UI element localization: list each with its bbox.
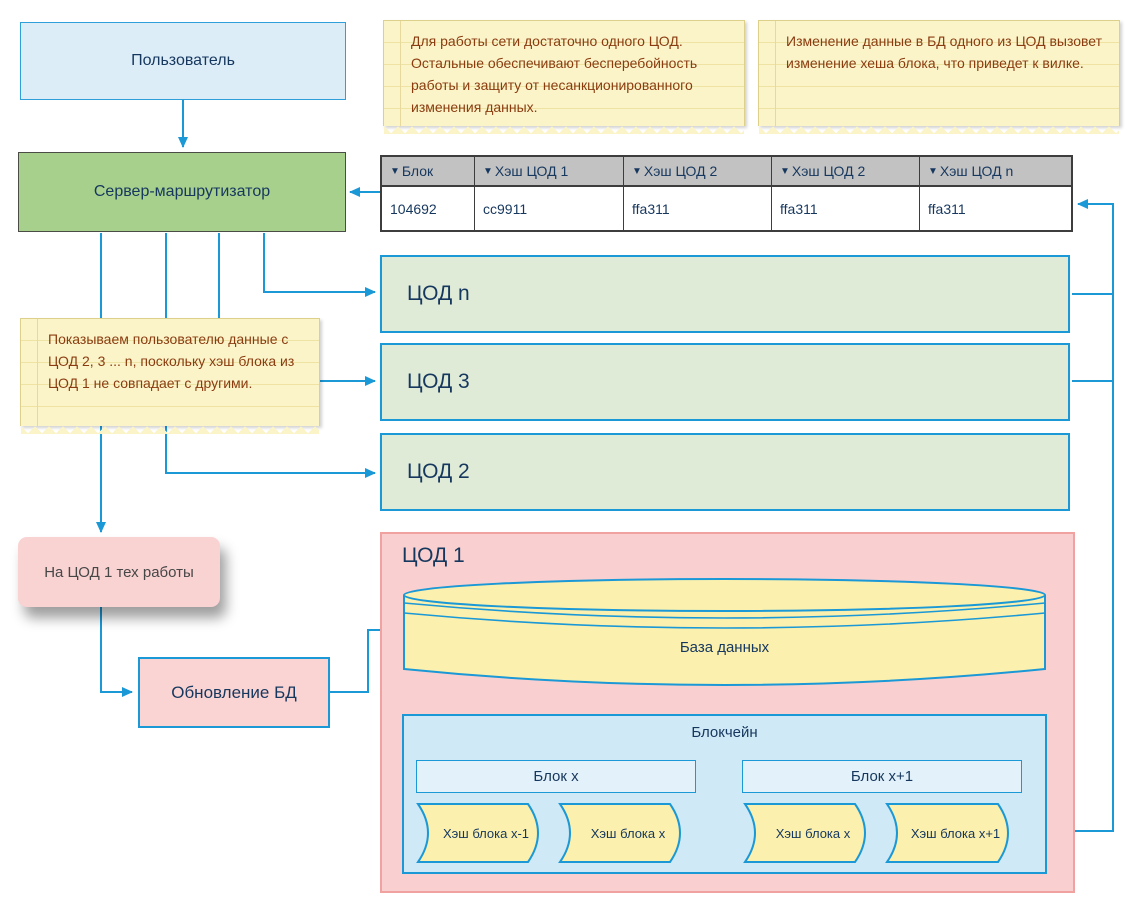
table-cell-hash-dc1: cc9911 [475,187,624,230]
table-header-hash-dcn: ▼Хэш ЦОД n [920,157,1071,187]
dc-3-box: ЦОД 3 [380,343,1070,421]
connector-server-dcn [263,233,376,297]
block-x1-label: Блок x+1 [850,768,914,785]
db-update-box: Обновление БД [138,657,330,728]
maintenance-box: На ЦОД 1 тех работы [18,537,220,607]
db-update-label: Обновление БД [171,682,297,702]
table-cell-hash-dc2b: ffa311 [772,187,920,230]
block-x1-box: Блок x+1 [742,760,1022,793]
hash-chip-3-label: Хэш блока x [775,825,851,841]
blockchain-box: Блокчейн Блок x Блок x+1 Хэш блока x-1 Х… [402,714,1047,874]
table-cell-hash-dc2: ffa311 [624,187,772,230]
table-header-hash-dc2: ▼Хэш ЦОД 2 [624,157,772,187]
sort-icon: ▼ [632,165,642,177]
dc-n-label: ЦОД n [407,282,470,305]
sort-icon: ▼ [780,165,790,177]
hash-chip-1-label: Хэш блока x-1 [442,825,530,841]
hash-table: ▼Блок ▼Хэш ЦОД 1 ▼Хэш ЦОД 2 ▼Хэш ЦОД 2 ▼… [380,155,1073,232]
hash-chip-2: Хэш блока x [556,802,694,864]
block-x-box: Блок x [416,760,696,793]
table-cell-block: 104692 [382,187,475,230]
server-router-label: Сервер-маршрутизатор [93,183,271,200]
note-network-redundancy: Для работы сети достаточно одного ЦОД. О… [383,20,745,134]
server-router-box: Сервер-маршрутизатор [18,152,346,232]
table-header-label: Хэш ЦОД n [939,163,1014,179]
stored-data-shape [885,803,1009,863]
note-fork: Изменение данные в БД одного из ЦОД вызо… [758,20,1120,134]
dc-1-label: ЦОД 1 [402,544,465,567]
database-label: База данных [679,639,770,656]
dc-2-box: ЦОД 2 [380,433,1070,511]
dc-n-box: ЦОД n [380,255,1070,333]
table-cell-hash-dcn: ffa311 [920,187,1071,230]
blockchain-label: Блокчейн [691,724,758,741]
dc-3-label: ЦОД 3 [407,370,470,393]
note-show-user-text: Показываем пользователю данные с ЦОД 2, … [48,331,295,391]
stored-data-shape [558,803,681,863]
connector-maintenance-dbupdate [100,607,133,697]
hash-chip-4-label: Хэш блока x+1 [910,825,1001,841]
note-fork-text: Изменение данные в БД одного из ЦОД вызо… [786,33,1103,71]
table-header-hash-dc1: ▼Хэш ЦОД 1 [475,157,624,187]
table-header-hash-dc2b: ▼Хэш ЦОД 2 [772,157,920,187]
note-network-redundancy-text: Для работы сети достаточно одного ЦОД. О… [411,33,698,115]
sort-icon: ▼ [928,165,938,177]
stored-data-shape [416,803,539,863]
hash-chip-4: Хэш блока x+1 [883,802,1022,864]
hash-chip-1: Хэш блока x-1 [414,802,552,864]
user-label: Пользователь [131,52,235,69]
table-header-block: ▼Блок [382,157,475,187]
user-box: Пользователь [20,22,346,100]
dc-2-label: ЦОД 2 [407,460,470,483]
note-show-user: Показываем пользователю данные с ЦОД 2, … [20,318,320,434]
database-cylinder: База данных [402,577,1047,689]
table-header-label: Хэш ЦОД 1 [494,163,569,179]
block-x-label: Блок x [533,768,579,785]
stored-data-shape [743,803,866,863]
table-header-label: Хэш ЦОД 2 [791,163,866,179]
table-header-label: Хэш ЦОД 2 [643,163,718,179]
table-header-label: Блок [401,163,434,179]
sort-icon: ▼ [390,165,400,177]
hash-chip-2-label: Хэш блока x [590,825,666,841]
sort-icon: ▼ [483,165,493,177]
dc-1-container: ЦОД 1 База данных Блокчейн Блок x Блок x… [380,532,1075,893]
hash-chip-3: Хэш блока x [741,802,879,864]
maintenance-label: На ЦОД 1 тех работы [44,563,194,581]
cylinder-shape [403,578,1046,686]
